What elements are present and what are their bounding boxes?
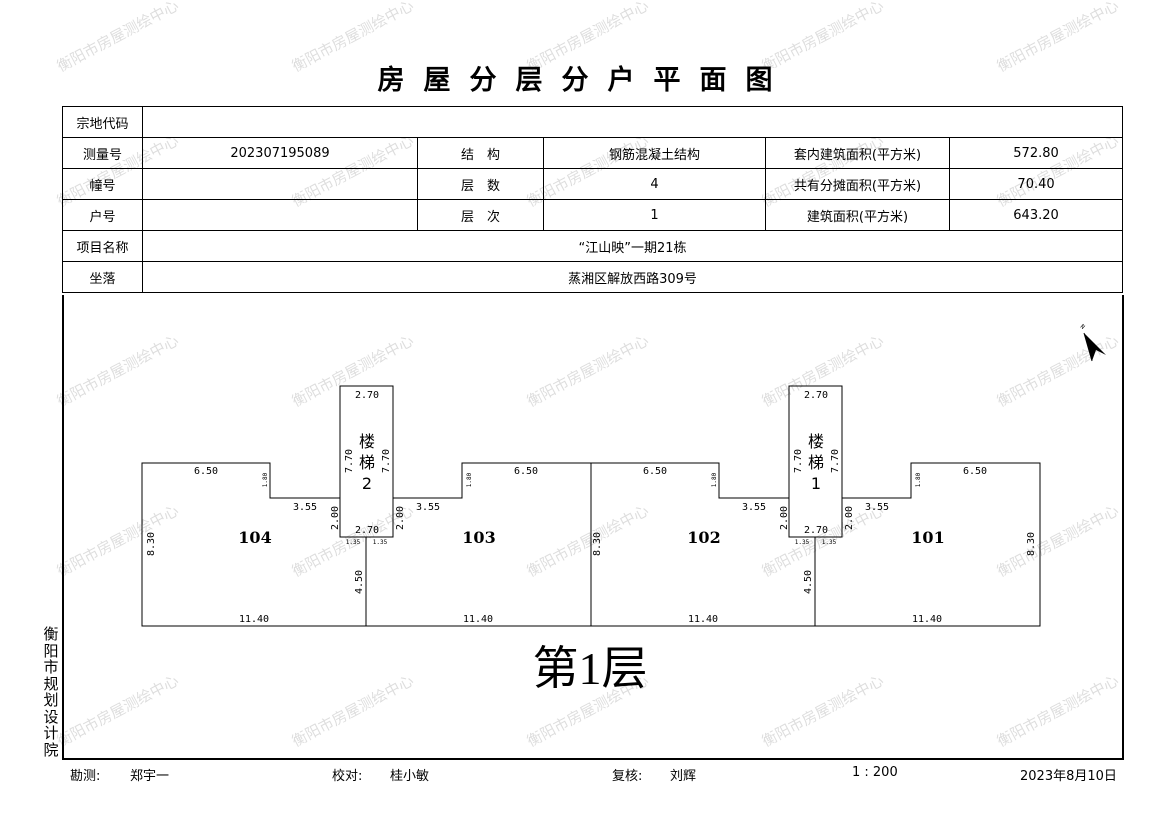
floor-label: 第1层 [532, 643, 648, 694]
dim-partition: 4.50 [354, 570, 365, 594]
dim-stair-length: 7.70 [381, 449, 392, 473]
floors-value: 4 [543, 168, 766, 200]
parcel-code-label: 宗地代码 [62, 106, 143, 138]
project-label: 项目名称 [62, 230, 143, 262]
north-arrow-icon [1083, 332, 1093, 362]
dim-stair-side: 2.00 [330, 506, 341, 530]
checker-name: 桂小敏 [390, 769, 430, 784]
reviewer-name: 刘辉 [670, 769, 697, 784]
dim-depth: 8.30 [592, 532, 603, 556]
dim-depth: 8.30 [146, 532, 157, 556]
floor-no-value: 1 [543, 199, 766, 231]
dim-stair-length: 7.70 [793, 449, 804, 473]
dim-notch-width: 6.50 [514, 466, 538, 477]
dim-notch-depth: 1.80 [915, 472, 922, 487]
date: 2023年8月10日 [1020, 769, 1117, 784]
stair-outline [788, 385, 843, 538]
dim-notch-depth: 1.80 [711, 472, 718, 487]
stair-label: 梯 [359, 453, 375, 472]
stair-number: 1 [811, 474, 821, 493]
stair-outline [339, 385, 394, 538]
dim-offset: 1.35 [346, 539, 361, 546]
dim-corridor: 3.55 [293, 502, 317, 513]
dim-corridor: 3.55 [742, 502, 766, 513]
structure-value: 钢筋混凝土结构 [543, 137, 766, 169]
project-value: “江山映”一期21栋 [141, 230, 1124, 262]
unit-number: 101 [911, 528, 944, 547]
dim-corridor: 3.55 [416, 502, 440, 513]
dim-offset: 1.35 [373, 539, 388, 546]
unit-number: 102 [687, 528, 720, 547]
stair-label: 楼 [359, 432, 375, 451]
dim-stair-length: 7.70 [344, 449, 355, 473]
dim-stair-side: 2.00 [395, 506, 406, 530]
dim-stair-top: 2.70 [355, 390, 379, 401]
inner-area-value: 572.80 [948, 137, 1124, 169]
page-title: 房屋分层分户平面图 [377, 65, 792, 96]
location-label: 坐落 [62, 261, 143, 293]
dim-width: 11.40 [688, 614, 718, 625]
stair-number: 2 [362, 474, 372, 493]
side-institute-text: 衡阳市规划设计院 [43, 625, 59, 759]
dim-stair-top: 2.70 [804, 390, 828, 401]
dim-notch-width: 6.50 [963, 466, 987, 477]
location-value: 蒸湘区解放西路309号 [141, 261, 1124, 293]
dim-corridor: 3.55 [865, 502, 889, 513]
stair-label: 梯 [808, 453, 824, 472]
unit-number: 104 [238, 528, 271, 547]
north-arrow-icon [1084, 333, 1106, 361]
dim-partition: 4.50 [803, 570, 814, 594]
dim-depth: 8.30 [1026, 532, 1037, 556]
dim-width: 11.40 [912, 614, 942, 625]
dim-notch-depth: 1.80 [466, 472, 473, 487]
dim-stair-length: 7.70 [830, 449, 841, 473]
dim-notch-depth: 1.80 [262, 472, 269, 487]
scale: 1 : 200 [852, 765, 898, 780]
surveyor-name: 郑宇一 [130, 769, 170, 784]
stair-label: 楼 [808, 432, 824, 451]
checker-label: 校对: [332, 769, 363, 784]
building-area-label: 建筑面积(平方米) [765, 199, 950, 231]
building-area-value: 643.20 [948, 199, 1124, 231]
plan-frame [62, 295, 1124, 760]
reviewer-label: 复核: [612, 769, 643, 784]
dim-stair-bottom: 2.70 [355, 525, 379, 536]
dim-stair-side: 2.00 [844, 506, 855, 530]
dim-width: 11.40 [239, 614, 269, 625]
dim-offset: 1.35 [822, 539, 837, 546]
dim-stair-side: 2.00 [779, 506, 790, 530]
north-label: N [1079, 323, 1087, 331]
surveyor-label: 勘测: [70, 769, 101, 784]
dim-notch-width: 6.50 [643, 466, 667, 477]
unit-number: 103 [462, 528, 495, 547]
dim-notch-width: 6.50 [194, 466, 218, 477]
unit-value [142, 199, 418, 231]
dim-offset: 1.35 [795, 539, 810, 546]
building-label: 幢号 [62, 168, 143, 200]
dim-stair-bottom: 2.70 [804, 525, 828, 536]
dim-width: 11.40 [463, 614, 493, 625]
